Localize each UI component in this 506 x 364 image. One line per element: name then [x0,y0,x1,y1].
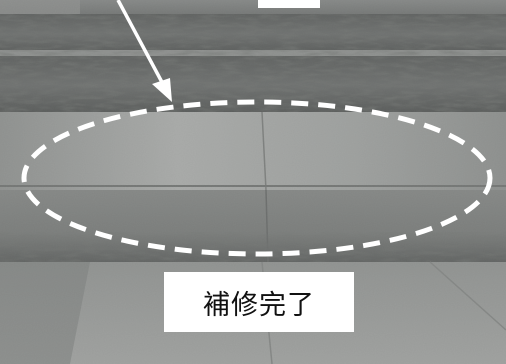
annotation-arrow [116,0,172,102]
repair-complete-label: 補修完了 [164,272,354,332]
arrow-head-icon [152,78,172,102]
arrow-shaft [116,0,166,87]
top-label-remnant [258,0,320,8]
highlight-ellipse [21,99,493,257]
